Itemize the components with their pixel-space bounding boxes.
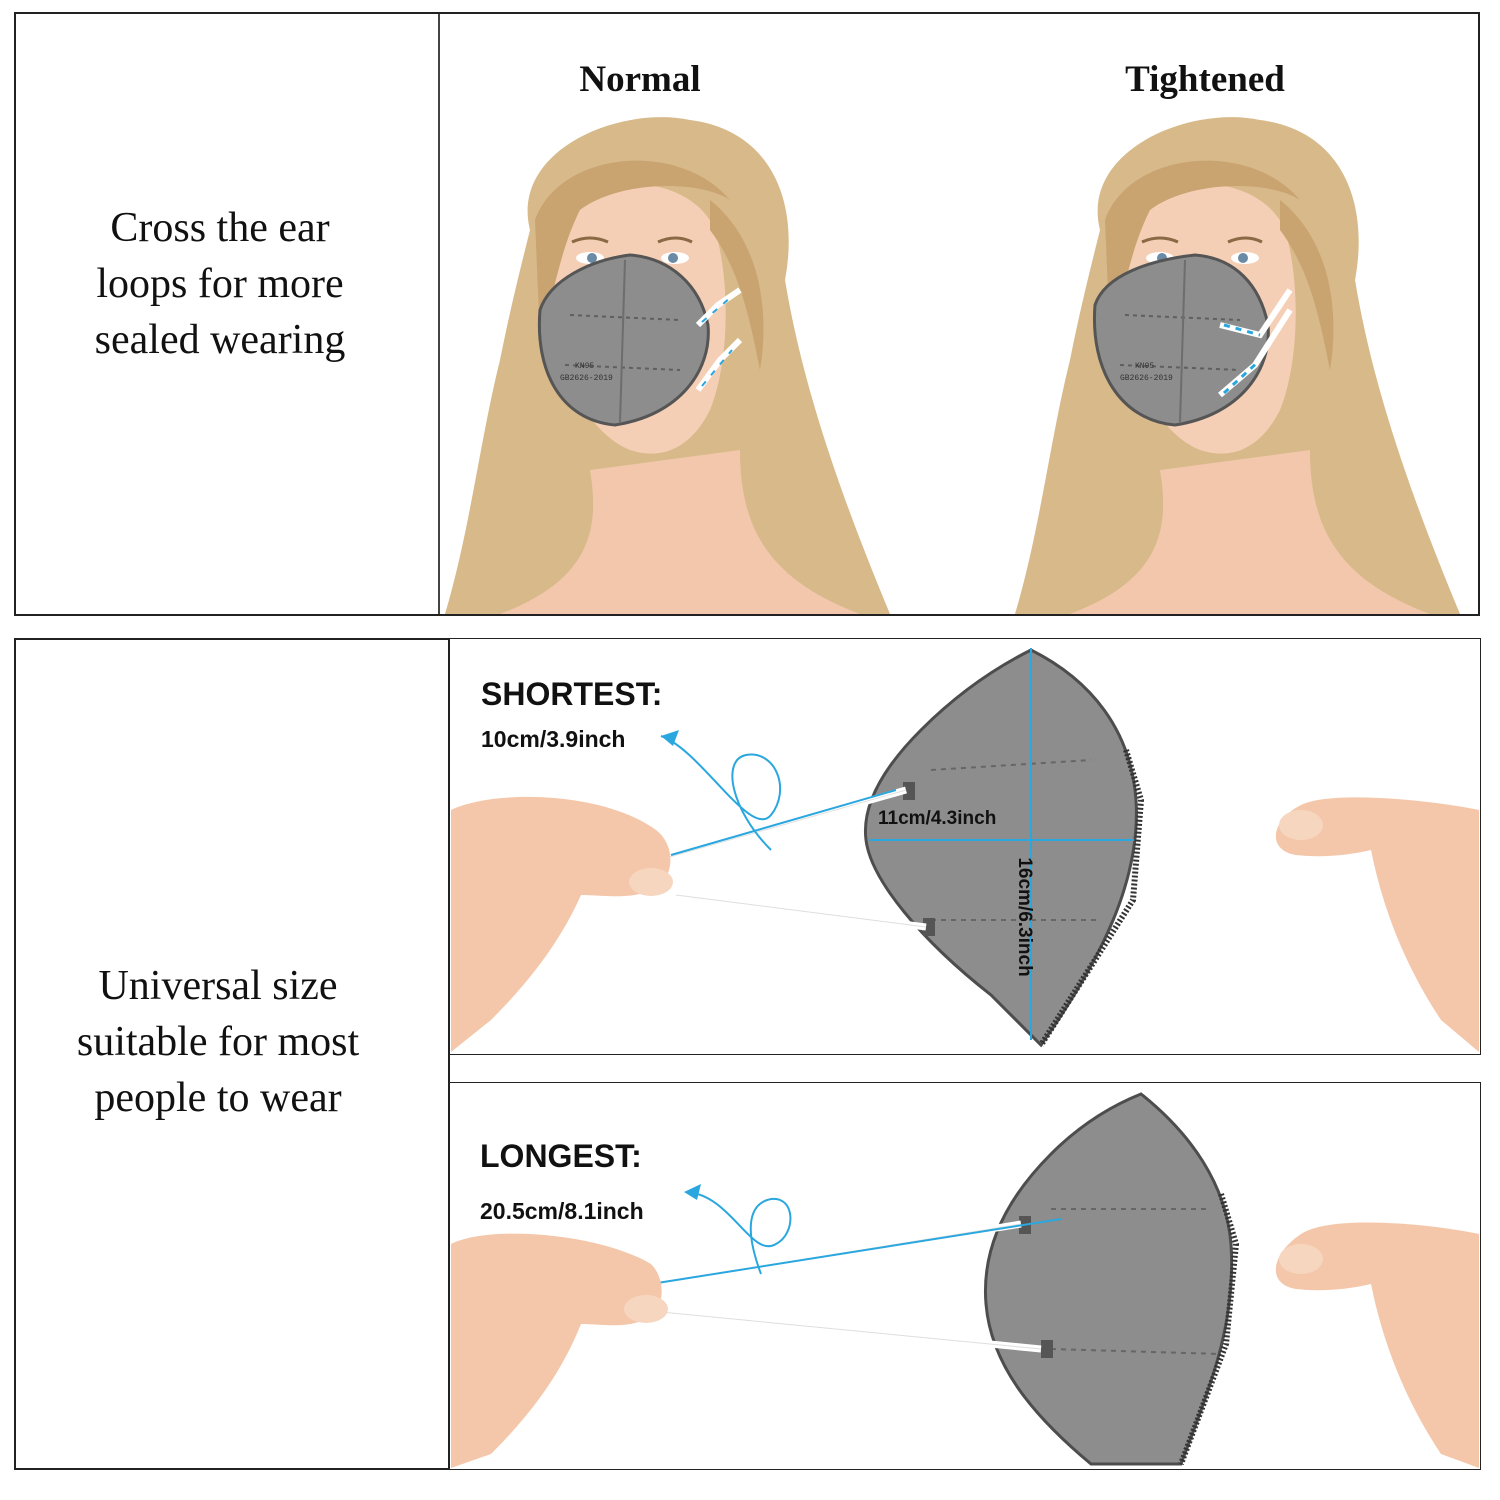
longest-label: LONGEST: — [480, 1138, 642, 1174]
bottom-caption: Universal size suitable for most people … — [18, 958, 418, 1126]
top-caption-line-2: loops for more — [96, 261, 344, 307]
normal-mask-text-2: GB2626-2019 — [560, 374, 613, 383]
bottom-panel — [14, 638, 450, 1470]
bottom-caption-line-2: suitable for most — [76, 1019, 360, 1065]
shortest-value: 10cm/3.9inch — [481, 726, 626, 752]
bottom-caption-line-3: people to wear — [94, 1075, 342, 1121]
top-caption: Cross the ear loops for more sealed wear… — [20, 200, 420, 368]
normal-mask-text-1: KN95 — [575, 362, 594, 371]
top-caption-line-3: sealed wearing — [94, 317, 346, 363]
height-measure-label: 16cm/6.3inch — [1014, 857, 1035, 977]
normal-title: Normal — [579, 59, 701, 100]
top-panel-divider — [438, 14, 440, 614]
shortest-illustration — [451, 648, 1479, 1052]
shortest-label: SHORTEST: — [481, 676, 663, 712]
top-caption-line-1: Cross the ear — [110, 205, 330, 251]
longest-value: 20.5cm/8.1inch — [480, 1198, 644, 1224]
tightened-wearer-illustration: KN95 GB2626-2019 — [1015, 117, 1460, 614]
tightened-mask-text-1: KN95 — [1135, 362, 1154, 371]
width-measure-label: 11cm/4.3inch — [878, 808, 997, 829]
tightened-title: Tightened — [1125, 59, 1285, 100]
tightened-mask-text-2: GB2626-2019 — [1120, 374, 1173, 383]
longest-illustration — [451, 1092, 1479, 1468]
normal-wearer-illustration: KN95 GB2626-2019 — [445, 117, 890, 614]
bottom-caption-line-1: Universal size — [98, 963, 338, 1009]
